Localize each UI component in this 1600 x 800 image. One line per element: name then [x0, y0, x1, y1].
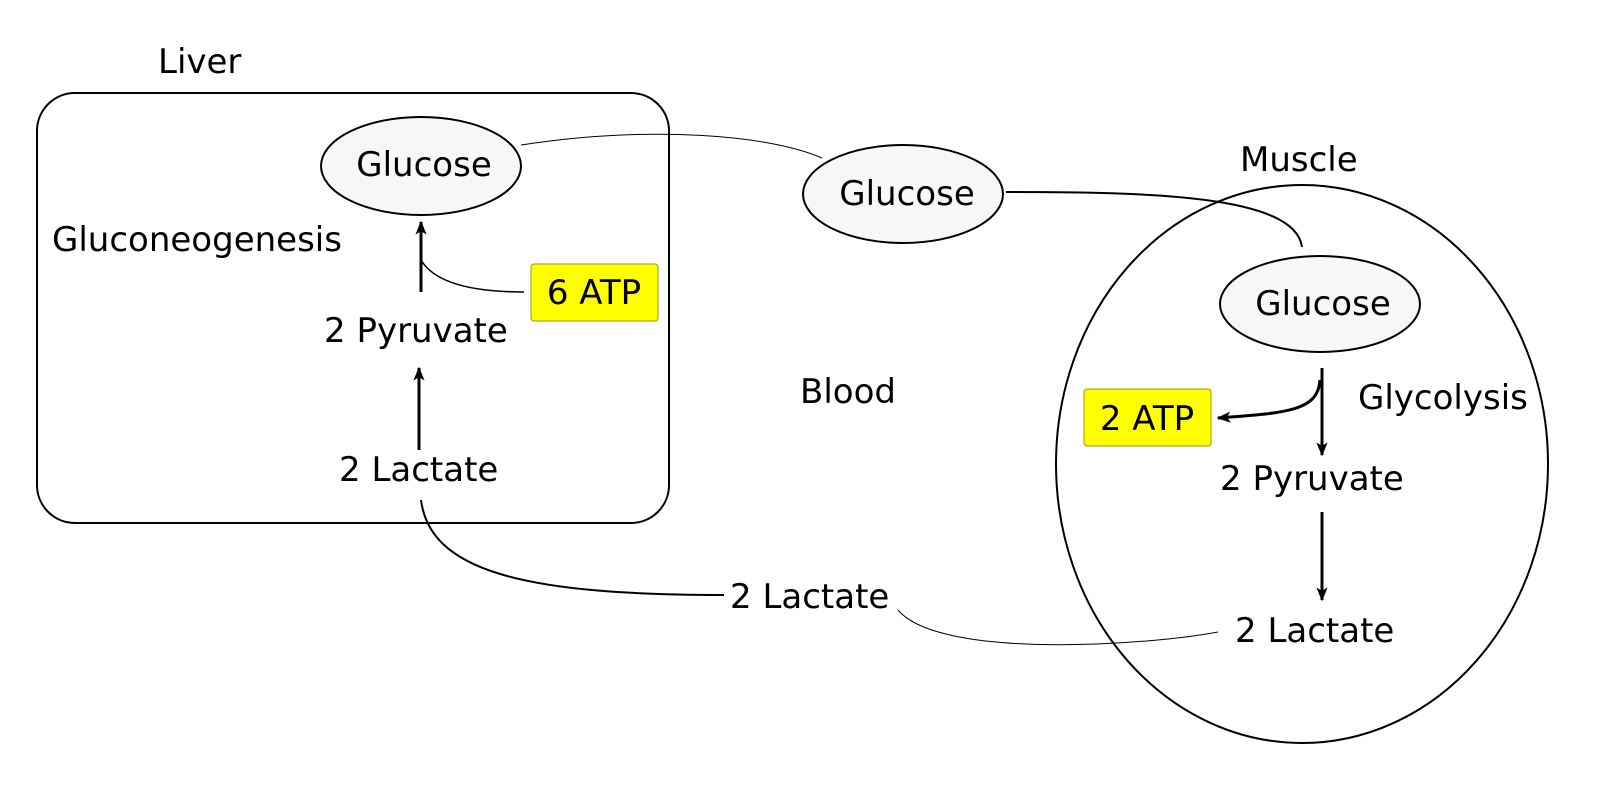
muscle-pyruvate-label: 2 Pyruvate	[1220, 459, 1404, 499]
blood-label: Blood	[800, 372, 896, 412]
lactate-muscle-to-blood-link	[897, 609, 1219, 646]
muscle-compartment	[1055, 184, 1549, 744]
lactate-blood-to-liver-link	[420, 499, 725, 596]
liver-atp-consumption-curve	[420, 259, 525, 293]
liver-pyruvate-label: 2 Pyruvate	[324, 311, 508, 351]
liver-lactate-label: 2 Lactate	[339, 450, 498, 490]
liver-atp-badge	[530, 263, 659, 322]
blood-glucose-label: Glucose	[839, 174, 974, 214]
muscle-lactate-label: 2 Lactate	[1235, 611, 1394, 651]
liver-glucose-node	[320, 116, 522, 216]
glucose-liver-to-blood-link	[520, 133, 823, 159]
blood-lactate-label: 2 Lactate	[730, 577, 889, 617]
liver-glucose-label: Glucose	[356, 145, 491, 185]
muscle-glucose-node	[1219, 255, 1421, 353]
muscle-atp-badge	[1083, 388, 1212, 447]
liver-title: Liver	[158, 42, 241, 82]
glucose-blood-to-muscle-link	[1005, 191, 1303, 248]
muscle-atp-label: 2 ATP	[1100, 399, 1194, 439]
liver-process-label: Gluconeogenesis	[52, 220, 342, 260]
liver-atp-label: 6 ATP	[547, 273, 641, 313]
muscle-atp-production-arrow	[1216, 379, 1322, 423]
liver-compartment	[36, 92, 670, 524]
muscle-title: Muscle	[1240, 140, 1358, 180]
muscle-glucose-label: Glucose	[1255, 284, 1390, 324]
blood-glucose-node	[802, 144, 1004, 244]
muscle-process-label: Glycolysis	[1358, 378, 1528, 418]
